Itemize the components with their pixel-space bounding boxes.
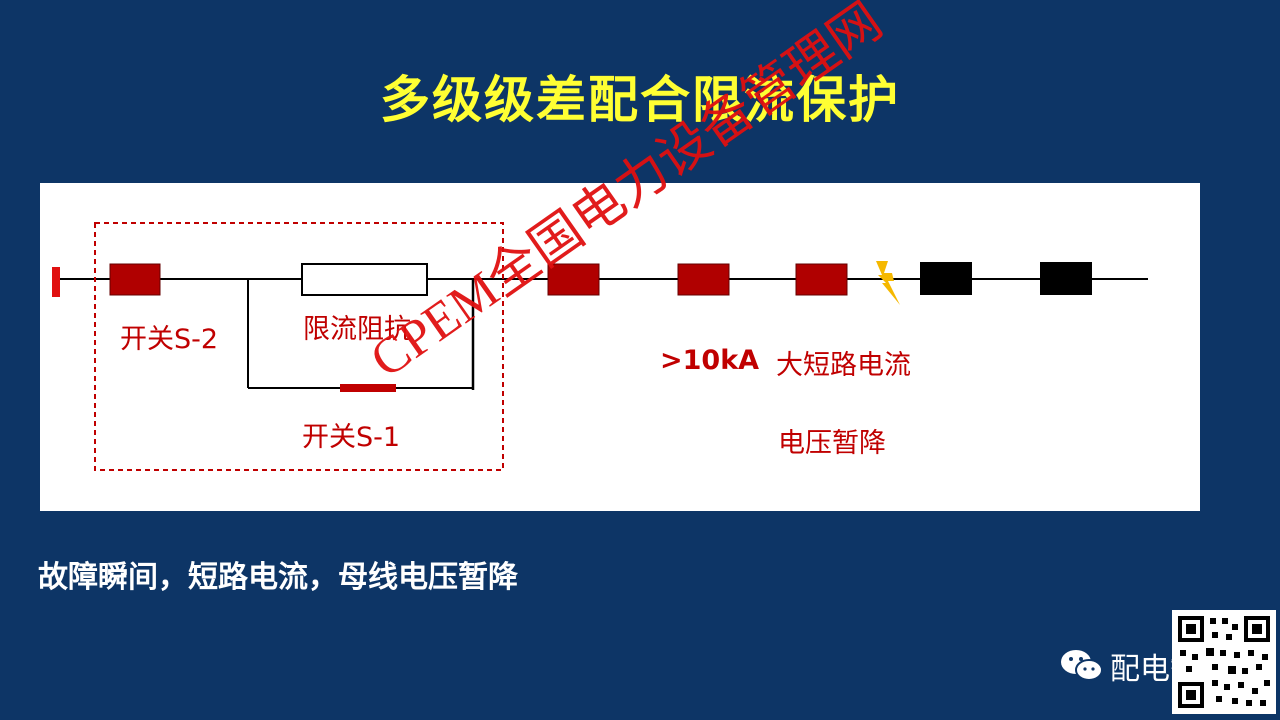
switch-s1-label: 开关S-1 (302, 422, 401, 453)
qr-code-graphic (1178, 616, 1270, 708)
slide-title: 多级级差配合限流保护 (380, 71, 900, 129)
slide-caption: 故障瞬间，短路电流，母线电压暂降 (38, 560, 518, 595)
voltage-sag-label: 电压暂降 (778, 428, 886, 459)
short-circuit-label: 大短路电流 (776, 350, 911, 381)
qr-code-icon (1172, 610, 1276, 714)
switch-red-4 (677, 263, 730, 296)
circuit-diagram-panel: 开关S-2 限流阻抗 开关S-1 >10kA 大短路电流 电压暂降 (40, 183, 1200, 511)
circuit-diagram (52, 222, 1148, 471)
fault-lightning-icon (876, 261, 900, 305)
current-value-label: >10kA (660, 345, 760, 376)
source-marker (52, 267, 60, 297)
switch-red-5 (795, 263, 848, 296)
switch-black-1 (920, 262, 972, 295)
switch-s2-label: 开关S-2 (120, 324, 219, 355)
switch-red-3 (547, 263, 600, 296)
switch-s2 (109, 263, 161, 296)
protection-zone-box (94, 222, 504, 471)
current-limiting-impedance (301, 263, 428, 296)
impedance-label: 限流阻抗 (303, 314, 411, 345)
wechat-icon (1061, 650, 1103, 681)
switch-s1 (340, 384, 396, 392)
switch-black-2 (1040, 262, 1092, 295)
